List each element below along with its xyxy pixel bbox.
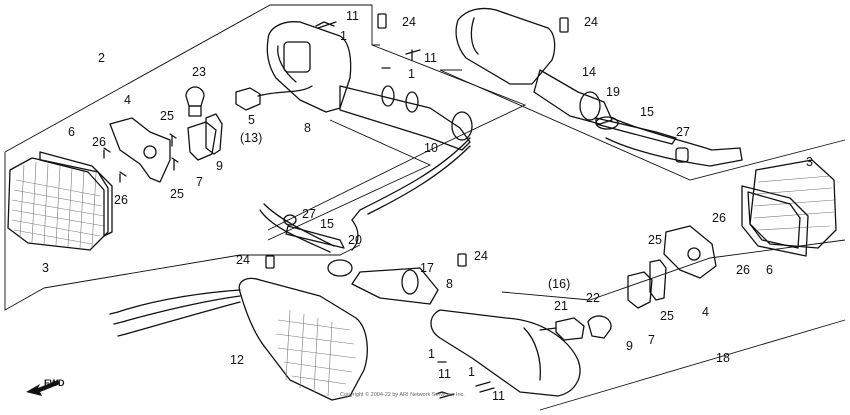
callout-16: (16) bbox=[548, 277, 570, 291]
socket-5 bbox=[235, 87, 261, 111]
callout-24: 24 bbox=[402, 15, 416, 29]
callout-21: 21 bbox=[554, 299, 568, 313]
callout-8: 8 bbox=[446, 277, 453, 291]
reflector-plate-4-right bbox=[663, 225, 717, 279]
callout-24: 24 bbox=[474, 249, 488, 263]
bracket-9 bbox=[205, 113, 223, 155]
callout-17: 17 bbox=[420, 261, 434, 275]
lens-12 bbox=[238, 277, 368, 401]
callout-4: 4 bbox=[124, 93, 131, 107]
callout-24: 24 bbox=[584, 15, 598, 29]
stem-17 bbox=[351, 267, 439, 305]
lens-3-front-left bbox=[7, 157, 109, 251]
fwd-label: FWD bbox=[44, 378, 65, 388]
fwd-arrow-icon bbox=[26, 380, 60, 396]
callout-11: 11 bbox=[492, 389, 505, 403]
rear-left-turn-signal-group bbox=[266, 21, 527, 241]
callout-25: 25 bbox=[170, 187, 184, 201]
callout-26: 26 bbox=[114, 193, 128, 207]
callout-6: 6 bbox=[68, 125, 75, 139]
callout-1: 1 bbox=[468, 365, 475, 379]
callout-7: 7 bbox=[648, 333, 655, 347]
callout-1: 1 bbox=[408, 67, 415, 81]
front-right-turn-signal-group bbox=[259, 203, 846, 411]
hardware-screws bbox=[265, 13, 569, 399]
reflector-plate-4 bbox=[109, 117, 171, 183]
left-front-turn-signal-group bbox=[4, 4, 380, 311]
callout-13: (13) bbox=[240, 131, 262, 145]
housing-8-front-right bbox=[430, 309, 581, 397]
callout-15: 15 bbox=[640, 105, 654, 119]
callout-3: 3 bbox=[42, 261, 49, 275]
socket-7 bbox=[187, 121, 217, 161]
left-signal-12-group bbox=[43, 244, 368, 401]
callout-9: 9 bbox=[216, 159, 223, 173]
callout-7: 7 bbox=[196, 175, 203, 189]
callout-20: 20 bbox=[348, 233, 362, 247]
callout-26: 26 bbox=[712, 211, 726, 225]
gasket-6 bbox=[39, 151, 113, 237]
callout-14: 14 bbox=[582, 65, 596, 79]
callout-3: 3 bbox=[806, 155, 813, 169]
callout-15: 15 bbox=[320, 217, 334, 231]
callout-27: 27 bbox=[676, 125, 690, 139]
callout-2: 2 bbox=[98, 51, 105, 65]
callout-labels: 11 1 11 1 24 24 2 23 4 25 26 6 26 25 7 9… bbox=[42, 9, 813, 403]
callout-11: 11 bbox=[424, 51, 437, 65]
callout-12: 12 bbox=[230, 353, 244, 367]
callout-26: 26 bbox=[92, 135, 106, 149]
lens-14 bbox=[455, 7, 556, 85]
gasket-6-right bbox=[741, 185, 809, 257]
callout-6: 6 bbox=[766, 263, 773, 277]
lens-3-front-right bbox=[749, 159, 837, 249]
rear-right-turn-signal-group bbox=[439, 7, 846, 181]
callout-26: 26 bbox=[736, 263, 750, 277]
callout-10: 10 bbox=[424, 141, 438, 155]
callout-25: 25 bbox=[648, 233, 662, 247]
copyright-watermark: Copyright © 2004-22 by ARI Network Servi… bbox=[340, 391, 465, 398]
stem-19 bbox=[533, 69, 613, 125]
callout-1: 1 bbox=[340, 29, 347, 43]
callout-9: 9 bbox=[626, 339, 633, 353]
callout-25: 25 bbox=[660, 309, 674, 323]
callout-22: 22 bbox=[586, 291, 600, 305]
callout-25: 25 bbox=[160, 109, 174, 123]
stem-10 bbox=[339, 85, 471, 151]
bulb-22 bbox=[587, 315, 612, 339]
callout-8: 8 bbox=[304, 121, 311, 135]
socket-21 bbox=[555, 317, 585, 341]
bulb-23 bbox=[185, 86, 205, 117]
callout-23: 23 bbox=[192, 65, 206, 79]
housing-8-rear-left bbox=[266, 21, 352, 113]
callout-18: 18 bbox=[716, 351, 730, 365]
callout-24: 24 bbox=[236, 253, 250, 267]
callout-27: 27 bbox=[302, 207, 316, 221]
callout-11: 11 bbox=[346, 9, 359, 23]
callout-1: 1 bbox=[428, 347, 435, 361]
callout-4: 4 bbox=[702, 305, 709, 319]
callout-19: 19 bbox=[606, 85, 620, 99]
right-front-turn-signal-group bbox=[627, 159, 837, 309]
callout-5: 5 bbox=[248, 113, 255, 127]
callout-11: 11 bbox=[438, 367, 451, 381]
